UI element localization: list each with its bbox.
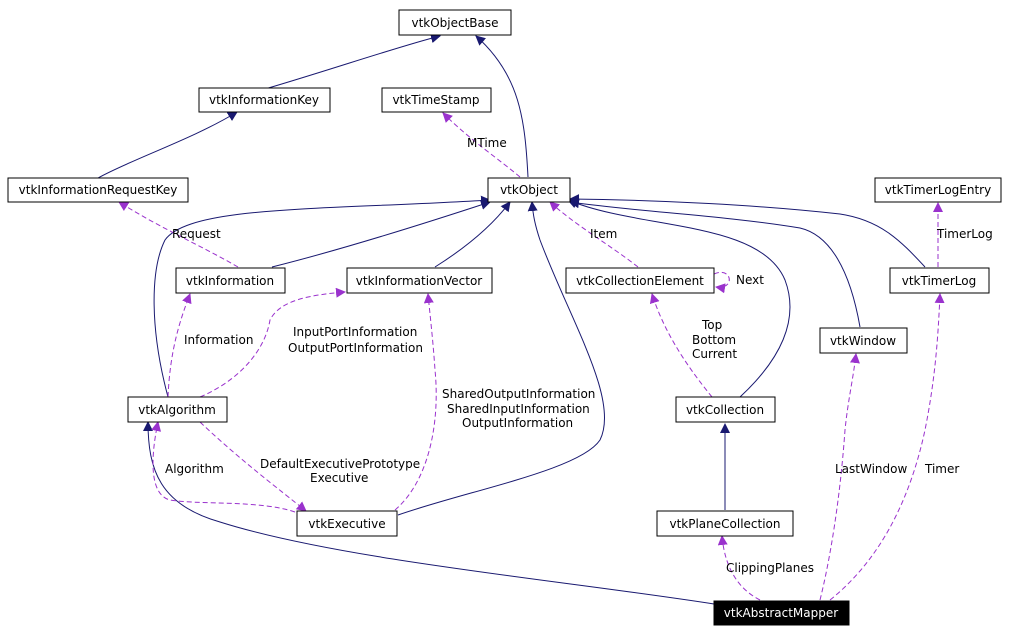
class-label: vtkInformationKey	[209, 93, 319, 107]
edge-labels: MTime Request Item Next TimerLog Top Bot…	[165, 136, 993, 575]
edges	[97, 33, 945, 605]
class-node-vtkwindow[interactable]: vtkWindow	[819, 327, 908, 354]
edge-label-timerlog: TimerLog	[936, 227, 993, 241]
class-label: vtkCollection	[686, 403, 764, 417]
edge-label-outputinformation: OutputInformation	[462, 416, 573, 430]
edge-label-request: Request	[172, 227, 221, 241]
edge-executive-algorithm	[151, 421, 296, 513]
class-label: vtkTimeStamp	[392, 93, 479, 107]
edge-timestamp-mtime	[442, 112, 521, 178]
class-label: vtkInformationVector	[356, 274, 483, 288]
edge-label-outputportinformation: OutputPortInformation	[288, 341, 423, 355]
edge-label-sharedinputinformation: SharedInputInformation	[447, 402, 590, 416]
edge-collection-to-object	[567, 198, 791, 398]
edge-executive-informationvector	[394, 293, 437, 511]
class-label: vtkInformationRequestKey	[19, 183, 178, 197]
edge-label-algorithm: Algorithm	[165, 462, 224, 476]
edge-label-top: Top	[701, 318, 722, 332]
class-node-vtkinformationkey[interactable]: vtkInformationKey	[198, 87, 331, 113]
class-node-vtkcollectionelement[interactable]: vtkCollectionElement	[565, 267, 715, 294]
edge-executive-to-object	[397, 201, 605, 516]
class-node-vtkinformation[interactable]: vtkInformation	[175, 267, 286, 294]
edge-label-current: Current	[692, 347, 737, 361]
edge-abstractmapper-planecollection	[717, 535, 761, 601]
class-label: vtkTimerLog	[902, 274, 977, 288]
edge-window-to-object	[569, 198, 861, 328]
class-node-vtkobject[interactable]: vtkObject	[487, 177, 571, 203]
class-label: vtkAlgorithm	[138, 403, 216, 417]
edge-information-to-object	[271, 200, 491, 268]
class-label: vtkAbstractMapper	[724, 606, 838, 620]
edge-algorithm-informationvector	[199, 287, 346, 398]
edge-label-information: Information	[184, 333, 253, 347]
class-node-vtkinformationvector[interactable]: vtkInformationVector	[346, 267, 493, 294]
class-label: vtkObject	[500, 183, 558, 197]
class-node-vtkexecutive[interactable]: vtkExecutive	[296, 510, 398, 537]
edge-label-executive: Executive	[310, 471, 368, 485]
class-label: vtkExecutive	[308, 517, 385, 531]
edge-label-sharedoutputinformation: SharedOutputInformation	[442, 387, 595, 401]
class-node-vtkinformationrequestkey[interactable]: vtkInformationRequestKey	[7, 177, 189, 203]
edge-requestkey-request	[118, 201, 239, 268]
edge-algorithm-information	[167, 293, 192, 398]
class-label: vtkCollectionElement	[576, 274, 704, 288]
class-label: vtkPlaneCollection	[669, 517, 780, 531]
edge-label-item: Item	[590, 227, 617, 241]
edge-label-timer: Timer	[924, 462, 959, 476]
edge-collection-collectionelement	[649, 293, 713, 398]
class-label: vtkWindow	[830, 334, 896, 348]
class-node-vtkplanecollection[interactable]: vtkPlaneCollection	[656, 510, 794, 537]
class-node-vtkalgorithm[interactable]: vtkAlgorithm	[127, 396, 228, 423]
class-node-vtkabstractmapper[interactable]: vtkAbstractMapper	[713, 600, 850, 626]
class-label: vtkTimerLogEntry	[885, 183, 991, 197]
edge-collectionelement-next	[713, 271, 730, 294]
edge-informationvector-to-object	[434, 201, 511, 268]
edge-object-to-objectbase	[475, 35, 529, 178]
edge-abstractmapper-timerlog	[829, 293, 945, 601]
edge-abstractmapper-to-algorithm	[143, 421, 715, 605]
edge-requestkey-to-informationkey	[97, 111, 238, 179]
edge-label-lastwindow: LastWindow	[835, 462, 907, 476]
edge-collectionelement-item	[549, 201, 639, 268]
edge-label-next: Next	[736, 273, 764, 287]
edge-label-mtime: MTime	[467, 136, 507, 150]
class-node-vtkobjectbase[interactable]: vtkObjectBase	[398, 9, 512, 36]
edge-algorithm-to-object	[153, 195, 491, 398]
edge-algorithm-executive	[199, 421, 307, 512]
edge-label-clippingplanes: ClippingPlanes	[726, 561, 814, 575]
edge-timerlog-to-object	[569, 194, 926, 268]
edge-label-defaultexecutiveprototype: DefaultExecutivePrototype	[260, 457, 420, 471]
class-node-vtktimerlog[interactable]: vtkTimerLog	[889, 267, 990, 294]
edge-informationkey-to-objectbase	[264, 33, 441, 90]
edge-label-inputportinformation: InputPortInformation	[293, 325, 417, 339]
class-label: vtkInformation	[186, 274, 274, 288]
nodes: vtkObjectBase vtkInformationKey vtkTimeS…	[7, 9, 1002, 626]
edge-abstractmapper-window	[819, 353, 860, 601]
class-node-vtktimestamp[interactable]: vtkTimeStamp	[381, 87, 492, 113]
class-label: vtkObjectBase	[411, 16, 498, 30]
edge-label-bottom: Bottom	[692, 333, 736, 347]
class-node-vtkcollection[interactable]: vtkCollection	[675, 396, 776, 423]
class-node-vtktimerlogentry[interactable]: vtkTimerLogEntry	[874, 177, 1002, 203]
